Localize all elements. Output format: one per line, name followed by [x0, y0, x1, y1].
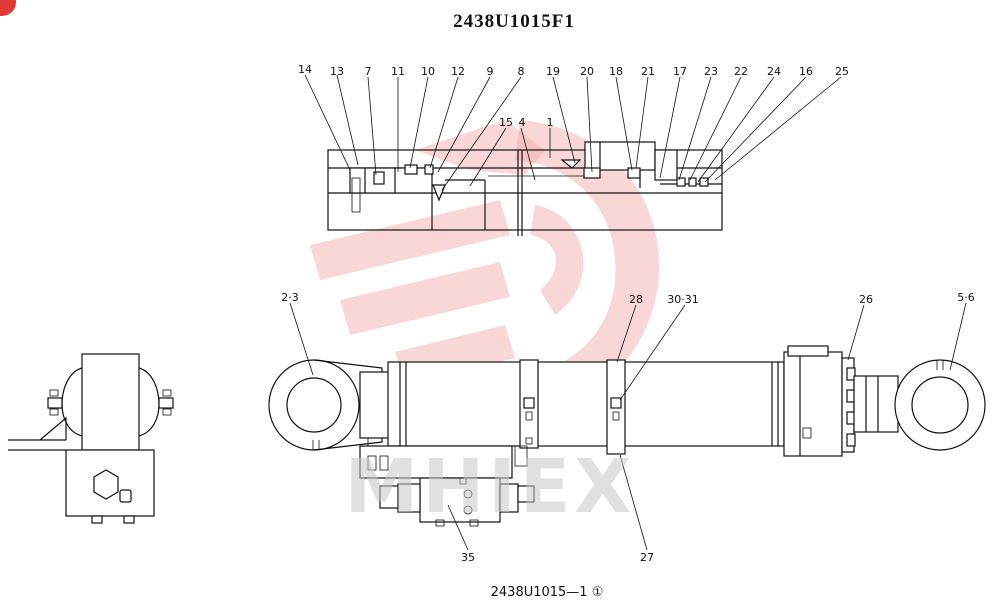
corner-badge: [0, 0, 16, 16]
page-reference: 2438U1015—1 ①: [491, 585, 604, 600]
callout-16: 16: [799, 65, 813, 78]
callout-17: 17: [673, 65, 687, 78]
drawing-number: 2438U1015F1: [453, 11, 575, 32]
callout-9: 9: [487, 65, 494, 78]
callout-5-6: 5·6: [957, 291, 975, 304]
callout-28: 28: [629, 293, 643, 306]
callout-35: 35: [461, 551, 475, 564]
callout-11: 11: [391, 65, 405, 78]
callout-13: 13: [330, 65, 344, 78]
callout-7: 7: [365, 65, 372, 78]
callout-14: 14: [298, 63, 312, 76]
callout-8: 8: [518, 65, 525, 78]
callout-4: 4: [519, 116, 526, 129]
callout-25: 25: [835, 65, 849, 78]
callout-10: 10: [421, 65, 435, 78]
callout-30-31: 30·31: [667, 293, 699, 306]
callout-20: 20: [580, 65, 594, 78]
callout-2-3: 2·3: [281, 291, 299, 304]
side-view: [8, 353, 174, 524]
callout-12: 12: [451, 65, 465, 78]
callout-21: 21: [641, 65, 655, 78]
section-leaders: [304, 74, 842, 191]
assembly-callouts: 2·3 28 30·31 26 5·6 35 27: [281, 291, 975, 564]
callout-26: 26: [859, 293, 873, 306]
section-view: [327, 141, 723, 236]
callout-27: 27: [640, 551, 654, 564]
section-callouts: 14 13 7 11 10 12 9 8 15 4 1 19 20 18 21 …: [298, 63, 849, 129]
callout-18: 18: [609, 65, 623, 78]
assembly-view: [268, 345, 986, 527]
watermark-text: MHIEX: [345, 444, 636, 530]
callout-23: 23: [704, 65, 718, 78]
callout-1: 1: [547, 116, 554, 129]
callout-19: 19: [546, 65, 560, 78]
assembly-leaders: [289, 302, 967, 551]
callout-15: 15: [499, 116, 513, 129]
callout-22: 22: [734, 65, 748, 78]
callout-24: 24: [767, 65, 781, 78]
